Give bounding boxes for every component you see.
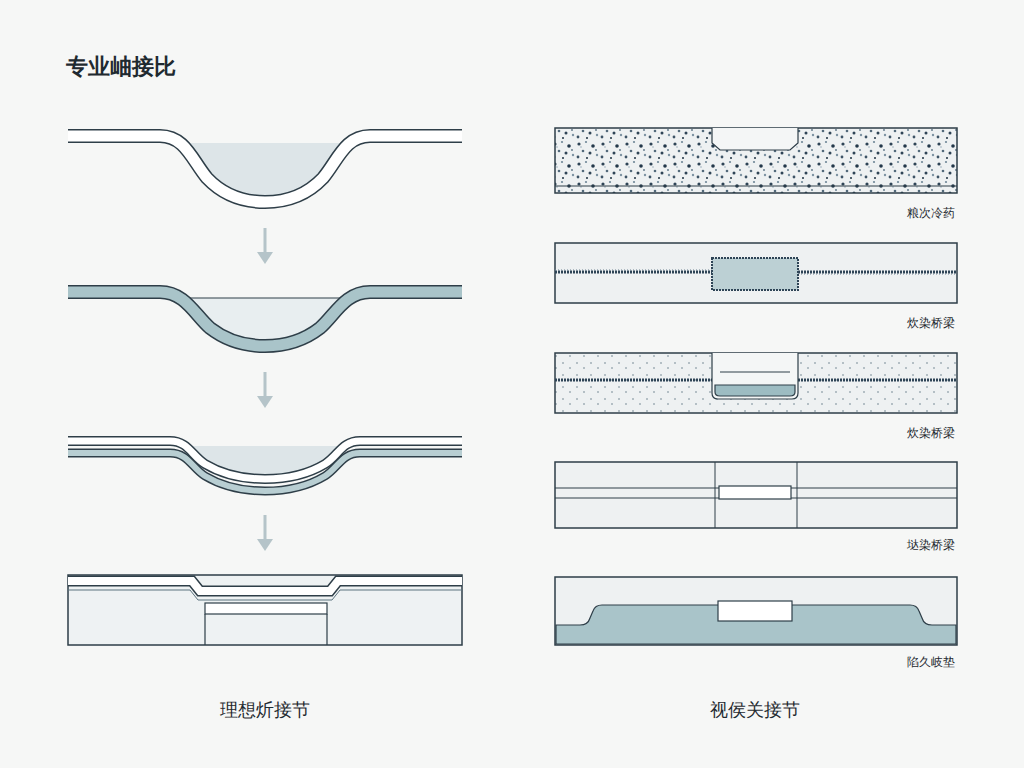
joint-section: [68, 575, 462, 645]
joint-section: [555, 462, 957, 528]
strip-section: [68, 441, 462, 491]
strip-section: [68, 292, 462, 346]
title: 专业岫接比: [66, 52, 176, 82]
bridge-section: [555, 243, 957, 303]
joint-section: [555, 577, 957, 645]
part-label: 垯染桥梁: [907, 537, 955, 554]
texture-section: [555, 128, 957, 193]
part-label: 陷久岐垫: [907, 654, 955, 671]
part-label: 粮次冷药: [907, 205, 955, 222]
flow-arrow: [264, 228, 267, 543]
part-label: 炊染桥梁: [907, 425, 955, 442]
column-caption: 视侯关接节: [710, 698, 800, 722]
column-caption: 理想炘接节: [220, 698, 310, 722]
bridge-section: [555, 353, 957, 413]
strip-section: [68, 136, 462, 202]
part-label: 炊染桥梁: [907, 315, 955, 332]
